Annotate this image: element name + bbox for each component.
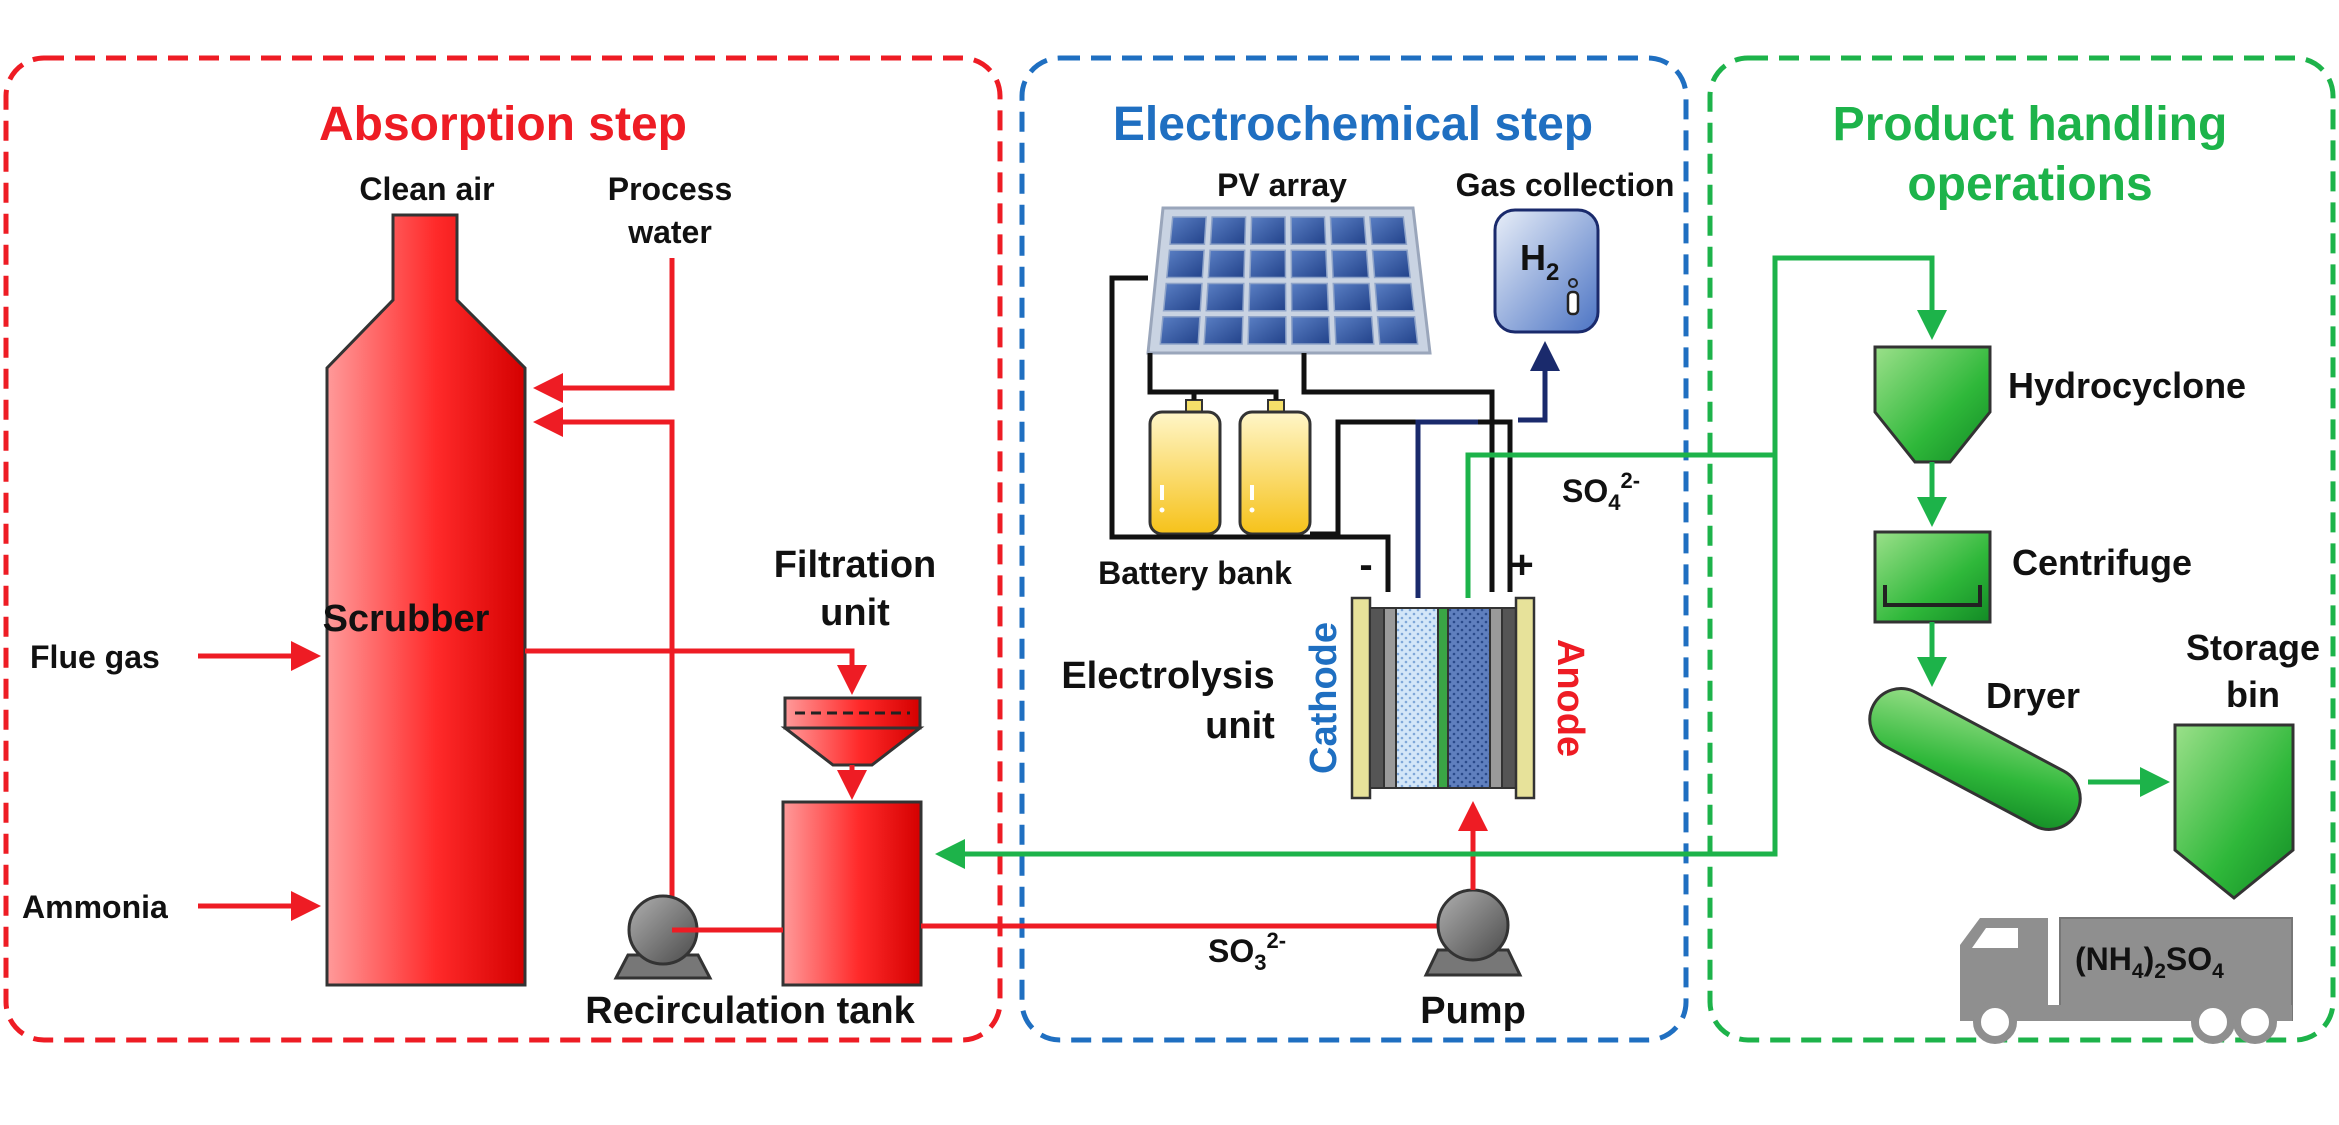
cathode-label: Cathode bbox=[1303, 622, 1345, 774]
pv-cell bbox=[1248, 282, 1287, 312]
process-water-label-2: water bbox=[627, 214, 712, 250]
process-water-line bbox=[533, 258, 675, 403]
pv-cell bbox=[1162, 282, 1203, 312]
sulfate-product-line bbox=[1465, 452, 1775, 598]
pv-cell bbox=[1374, 282, 1415, 312]
electrolysis-cell bbox=[1350, 596, 1536, 800]
pv-cell bbox=[1207, 249, 1246, 279]
green-feed-line bbox=[1772, 255, 1947, 455]
pv-cell bbox=[1247, 316, 1287, 345]
so4-label: SO42- bbox=[1562, 468, 1640, 515]
scrubber-label: Scrubber bbox=[323, 598, 490, 640]
hydrocyclone bbox=[1873, 345, 1992, 464]
storage-label-1: Storage bbox=[2186, 627, 2320, 668]
pv-cell bbox=[1290, 282, 1330, 312]
pv-cell bbox=[1209, 216, 1247, 245]
pv-cell bbox=[1205, 282, 1245, 312]
pv-cell bbox=[1159, 316, 1201, 345]
so3-label: SO32- bbox=[1208, 928, 1286, 975]
filtration-label-2: unit bbox=[820, 592, 890, 634]
storage-bin bbox=[2173, 723, 2295, 900]
truck bbox=[1960, 917, 2293, 1044]
dryer-label: Dryer bbox=[1986, 675, 2080, 716]
h2-to-vessel-arrow bbox=[1518, 341, 1560, 423]
pv-cell bbox=[1203, 316, 1244, 345]
anode-label: Anode bbox=[1549, 639, 1591, 757]
h2-gauge bbox=[1566, 290, 1580, 316]
pv-cell bbox=[1371, 249, 1411, 279]
minus-label: - bbox=[1359, 543, 1372, 587]
recirculation-tank bbox=[781, 800, 923, 987]
dryer bbox=[1868, 687, 2082, 831]
pv-cell bbox=[1369, 216, 1408, 245]
wiring-battery-positive bbox=[1310, 419, 1513, 592]
scrubber-to-filtration-line bbox=[525, 648, 867, 695]
pv-array-label: PV array bbox=[1217, 167, 1347, 203]
product-section-frame bbox=[1707, 55, 2336, 1043]
product-title-line2: operations bbox=[1907, 158, 2152, 211]
product-title-line1: Product handling bbox=[1833, 98, 2228, 151]
electrolysis-label-1: Electrolysis bbox=[1061, 655, 1274, 697]
centrifuge-basket bbox=[1883, 585, 1982, 607]
pv-cell bbox=[1332, 282, 1372, 312]
ammonia-label: Ammonia bbox=[22, 889, 168, 925]
hydrocyclone-label: Hydrocyclone bbox=[2008, 365, 2246, 406]
pv-cell bbox=[1290, 216, 1327, 245]
battery-bank-label: Battery bank bbox=[1098, 555, 1292, 591]
h2-gauge-dot bbox=[1568, 278, 1578, 288]
electrochemical-title: Electrochemical step bbox=[1113, 98, 1593, 151]
pv-cell bbox=[1376, 316, 1419, 345]
flue-gas-label: Flue gas bbox=[30, 639, 160, 675]
electrolysis-label-2: unit bbox=[1205, 705, 1275, 747]
centrifuge-label: Centrifuge bbox=[2012, 542, 2192, 583]
pv-cell bbox=[1331, 249, 1370, 279]
recirculation-tank-label: Recirculation tank bbox=[585, 990, 915, 1032]
pump-label: Pump bbox=[1420, 990, 1526, 1032]
pv-cell bbox=[1333, 316, 1375, 345]
pv-cell bbox=[1291, 316, 1331, 345]
wiring-pv-negative bbox=[1109, 275, 1391, 592]
wiring-pv-battery bbox=[1147, 353, 1197, 400]
pv-cell bbox=[1290, 249, 1328, 279]
pv-cell bbox=[1169, 216, 1207, 245]
centrifuge bbox=[1873, 530, 1992, 624]
pv-cell bbox=[1250, 216, 1286, 245]
plus-label: + bbox=[1510, 543, 1533, 587]
pump bbox=[1436, 888, 1510, 962]
electrochemical-section-frame bbox=[1019, 55, 1689, 1043]
absorption-title: Absorption step bbox=[319, 98, 687, 151]
recirculation-line bbox=[533, 407, 675, 898]
wiring-pv-positive bbox=[1301, 353, 1495, 592]
storage-label-2: bin bbox=[2226, 674, 2280, 715]
filtration-label-1: Filtration bbox=[774, 544, 937, 586]
pv-cell bbox=[1329, 216, 1367, 245]
green-return-line bbox=[935, 455, 1778, 869]
pv-cell bbox=[1249, 249, 1287, 279]
pv-cell bbox=[1165, 249, 1205, 279]
process-water-label-1: Process bbox=[608, 171, 733, 207]
gas-collection-label: Gas collection bbox=[1456, 167, 1675, 203]
filtration-unit-funnel bbox=[780, 726, 925, 767]
absorption-section-frame bbox=[3, 55, 1003, 1043]
truck-cargo-label: (NH4)2SO4 bbox=[2075, 941, 2224, 983]
battery-bank bbox=[1148, 399, 1312, 536]
pv-array bbox=[1146, 206, 1432, 355]
h2-outlet-line bbox=[1415, 419, 1478, 598]
h2-label: H2 bbox=[1520, 237, 1559, 286]
clean-air-label: Clean air bbox=[359, 171, 494, 207]
scrubber-vessel bbox=[325, 213, 527, 987]
wiring-battery-link bbox=[1194, 389, 1279, 400]
